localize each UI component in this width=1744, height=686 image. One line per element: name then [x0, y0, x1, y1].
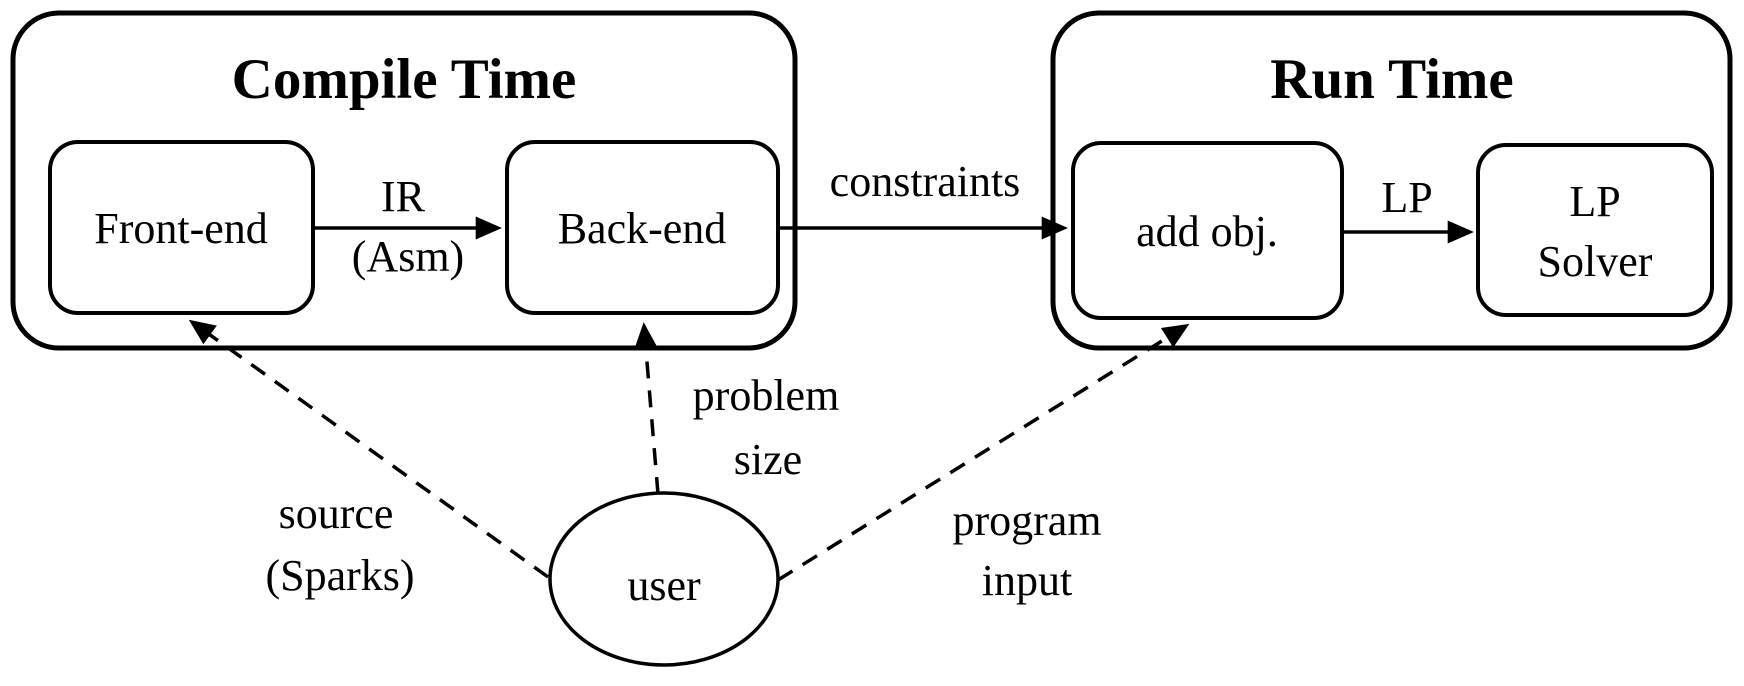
edge-lp: LP	[1343, 173, 1474, 244]
run-time-title: Run Time	[1270, 48, 1513, 111]
source-label-line1: source	[279, 489, 394, 538]
add-obj-node: add obj.	[1071, 141, 1344, 320]
constraints-label: constraints	[830, 157, 1021, 206]
user-node: user	[548, 491, 780, 667]
edge-constraints: constraints	[778, 157, 1068, 240]
source-label-line2: (Sparks)	[265, 551, 414, 600]
source-arrow	[188, 319, 550, 579]
program-input-label-line2: input	[982, 556, 1072, 605]
program-input-label-line1: program	[952, 496, 1101, 545]
back-end-label: Back-end	[558, 204, 727, 253]
edge-problem-size: problem size	[634, 322, 840, 495]
program-input-arrow	[777, 323, 1190, 582]
add-obj-box	[1071, 141, 1344, 320]
back-end-node: Back-end	[505, 140, 780, 315]
lp-solver-label-line1: LP	[1569, 177, 1620, 226]
front-end-node: Front-end	[48, 140, 315, 315]
edge-program-input: program input	[777, 323, 1190, 605]
lp-label: LP	[1381, 173, 1432, 222]
edge-source: source (Sparks)	[188, 319, 550, 600]
lp-solver-box	[1476, 143, 1714, 317]
lp-solver-label-line2: Solver	[1538, 237, 1653, 286]
ir-label-line2: (Asm)	[352, 232, 464, 281]
user-label: user	[627, 561, 701, 610]
problem-size-label-line2: size	[734, 435, 802, 484]
add-obj-label: add obj.	[1136, 207, 1278, 256]
ir-label-line1: IR	[381, 172, 426, 221]
edge-ir: IR (Asm)	[313, 172, 502, 281]
compile-time-title: Compile Time	[232, 48, 577, 111]
front-end-label: Front-end	[94, 204, 268, 253]
problem-size-label-line1: problem	[693, 371, 840, 420]
lp-solver-node: LP Solver	[1476, 143, 1714, 317]
